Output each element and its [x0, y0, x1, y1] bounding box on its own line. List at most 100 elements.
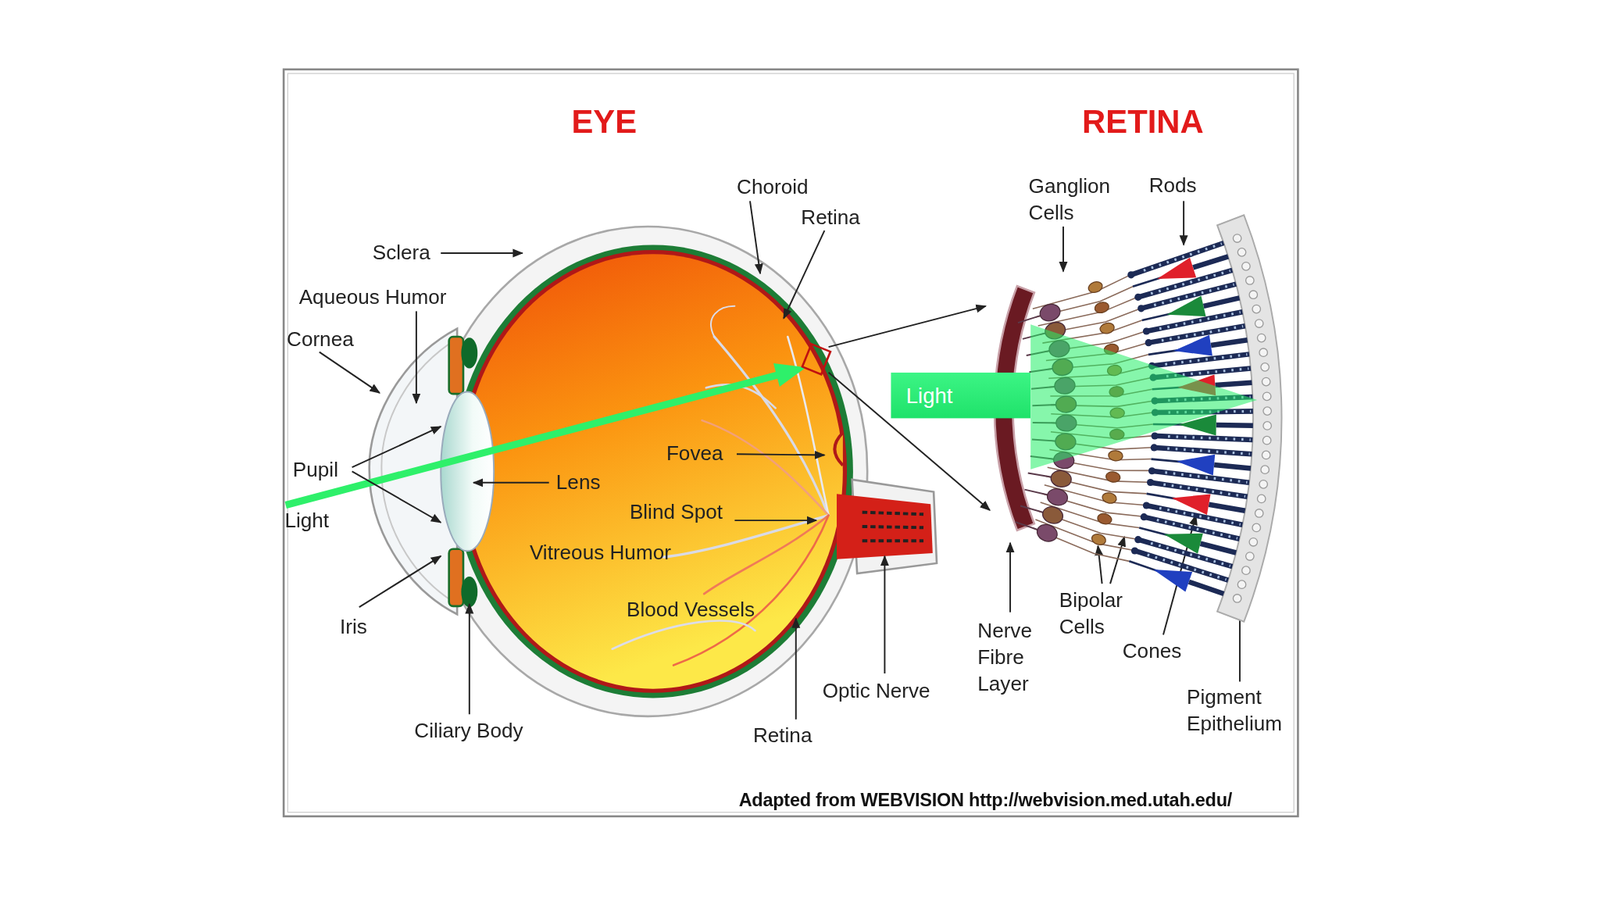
ganglion-cell: [1037, 301, 1062, 324]
rod-disc: [1167, 448, 1250, 454]
rod-nucleus: [1127, 271, 1135, 279]
leader-line: [1062, 226, 1065, 272]
vessel: [787, 336, 829, 516]
leader-line: [440, 252, 522, 254]
ganglion-cell: [1045, 486, 1069, 508]
rod-disc: [1164, 354, 1247, 365]
cell-connection: [1038, 297, 1137, 326]
frame-inner: [287, 73, 1294, 813]
ciliary-body: [460, 576, 478, 608]
vessel: [612, 621, 756, 650]
pigment-cell: [1242, 566, 1250, 575]
iris-top: [449, 336, 464, 394]
pigment-cell: [1254, 319, 1263, 328]
rod-cell: [1150, 353, 1250, 366]
light-beam: [1030, 324, 1258, 469]
rod-nucleus: [1134, 293, 1142, 301]
lens: [440, 392, 494, 552]
blood-vessels: [612, 306, 829, 666]
part-name: Blind Spot: [629, 497, 723, 525]
part-name: Retina: [753, 721, 813, 748]
leader-line: [736, 453, 825, 455]
pigment-cell: [1232, 594, 1241, 603]
vitreous-humor: [463, 253, 843, 689]
pigment-cell: [1232, 234, 1241, 243]
leader-line: [473, 482, 550, 484]
rod-nucleus: [1146, 478, 1154, 486]
ganglion-cell: [1050, 468, 1073, 489]
pigment-cell: [1263, 421, 1272, 430]
ganglion-cell: [1035, 521, 1061, 544]
pigment-cell: [1262, 392, 1271, 400]
rod-cell: [1150, 470, 1250, 483]
pigment-cell: [1259, 480, 1268, 489]
rod-disc: [1164, 472, 1247, 483]
fibre: [862, 539, 924, 543]
rod-disc: [1150, 542, 1231, 566]
rod-nucleus: [1145, 339, 1153, 347]
bipolar-cell: [1090, 532, 1108, 547]
pigment-cell: [1262, 435, 1271, 444]
rod-nucleus: [1151, 432, 1159, 440]
leader-line: [468, 603, 471, 715]
part-name: Pigment Epithelium: [1186, 683, 1301, 737]
cone-cell: [1167, 296, 1207, 317]
rod-cell: [1135, 270, 1233, 298]
cone-cell: [1157, 257, 1197, 279]
part-name: Sclera: [372, 239, 431, 266]
part-name: Ciliary Body: [414, 717, 523, 744]
light-arrow-box: Light: [890, 372, 1031, 419]
part-name: Bipolar Cells: [1059, 586, 1143, 640]
pigment-cell: [1260, 363, 1269, 372]
node-text: Light: [906, 382, 953, 408]
part-name: Fovea: [666, 439, 724, 467]
leader-line: [319, 352, 380, 393]
pigment-cell: [1249, 290, 1258, 299]
optic-nerve: [836, 493, 933, 560]
choroid: [453, 244, 854, 698]
part-name: Optic Nerve: [822, 677, 931, 704]
rod-nucleus: [1148, 467, 1156, 475]
section-heading: RETINA: [1082, 102, 1204, 142]
rod-disc: [1159, 312, 1241, 329]
fovea-pit: [834, 432, 843, 466]
iris-bottom: [449, 549, 464, 607]
part-name: Retina: [800, 203, 861, 231]
rod-nucleus: [1142, 327, 1150, 335]
rod-cell: [1148, 482, 1248, 497]
cone-segment: [1200, 543, 1237, 554]
part-name: Vitreous Humor: [529, 539, 672, 566]
part-name: Rods: [1149, 171, 1197, 198]
rod-disc: [1163, 484, 1246, 497]
vessel: [714, 336, 829, 516]
leader-line: [1097, 546, 1102, 584]
pigment-cell: [1249, 538, 1258, 547]
pigment-epithelium: [1217, 214, 1282, 622]
pigment-cell: [1237, 248, 1246, 257]
rod-cell: [1152, 447, 1253, 454]
vessel: [703, 515, 829, 595]
cone-segment: [1210, 339, 1248, 346]
source-caption: Adapted from WEBVISION http://webvision.…: [739, 789, 1233, 811]
pigment-cell: [1257, 333, 1265, 342]
rod-disc: [1167, 436, 1251, 440]
part-name: Ganglion Cells: [1028, 172, 1123, 226]
bipolar-cell: [1105, 471, 1122, 484]
pigment-cell: [1257, 494, 1265, 503]
leader-line: [1009, 542, 1011, 613]
pigment-cell: [1246, 552, 1254, 561]
rod-cell: [1152, 435, 1253, 440]
leader-line: [352, 426, 442, 468]
cone-cell: [1173, 335, 1213, 357]
pigment-cell: [1261, 377, 1270, 386]
leader-line: [734, 519, 816, 522]
cell-connection: [1032, 275, 1129, 310]
cone-segment: [1216, 422, 1254, 429]
detail-marker: [802, 343, 831, 375]
cone-cell: [1153, 569, 1193, 592]
bipolar-cell: [1086, 279, 1104, 294]
light-label: Light: [284, 507, 329, 534]
cone-segment: [1214, 464, 1251, 468]
cell-connection: [1040, 502, 1140, 529]
